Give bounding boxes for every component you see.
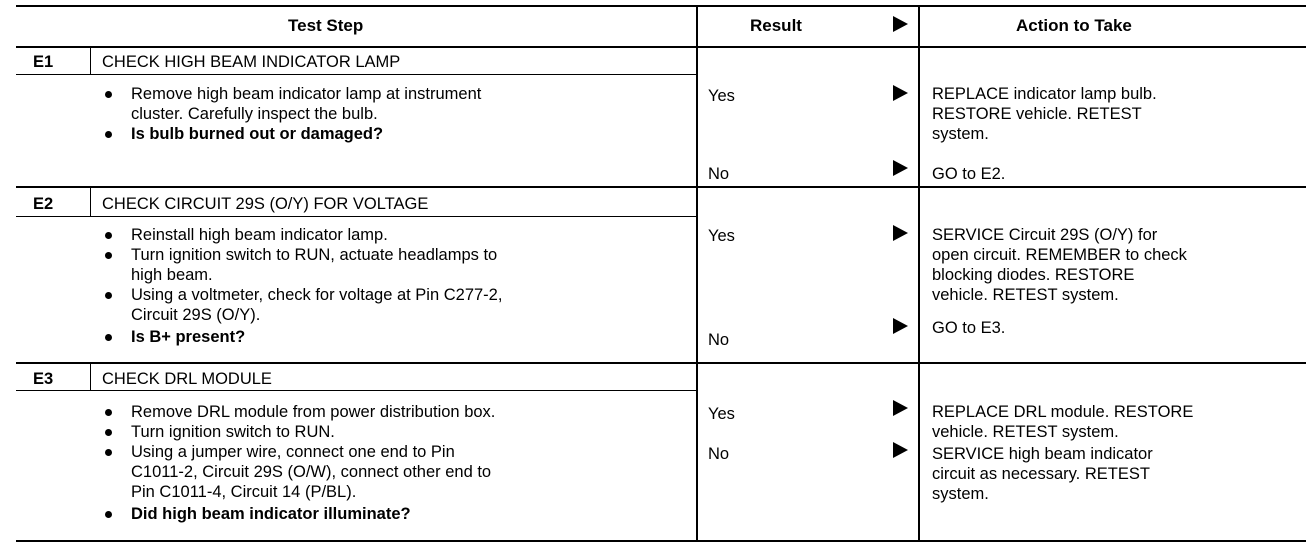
e2-bullet-3-line-2: Circuit 29S (O/Y). bbox=[131, 306, 261, 324]
bullet-icon bbox=[105, 429, 112, 436]
e2-result-no: No bbox=[708, 331, 730, 349]
e2-action-yes-line-4: vehicle. RETEST system. bbox=[932, 286, 1119, 304]
rule-col-action bbox=[918, 5, 920, 542]
header-action: Action to Take bbox=[1016, 16, 1132, 35]
rule-e1-id bbox=[90, 48, 91, 75]
e1-action-yes-line-3: system. bbox=[932, 125, 989, 143]
step-title-e3: CHECK DRL MODULE bbox=[102, 370, 272, 388]
e3-bullet-4-question: Did high beam indicator illuminate? bbox=[131, 505, 411, 523]
bullet-icon bbox=[105, 409, 112, 416]
e1-action-yes-line-1: REPLACE indicator lamp bulb. bbox=[932, 85, 1157, 103]
e1-action-no: GO to E2. bbox=[932, 165, 1006, 183]
e2-result-yes: Yes bbox=[708, 227, 735, 245]
rule-e1-bottom bbox=[16, 186, 1306, 188]
header-result: Result bbox=[750, 16, 802, 35]
rule-e2-id bbox=[90, 188, 91, 217]
bullet-icon bbox=[105, 232, 112, 239]
e3-result-no: No bbox=[708, 445, 730, 463]
e2-action-yes-line-1: SERVICE Circuit 29S (O/Y) for bbox=[932, 226, 1158, 244]
e1-bullet-1-line-1: Remove high beam indicator lamp at instr… bbox=[131, 85, 482, 103]
step-id-e2: E2 bbox=[33, 195, 54, 213]
e3-action-yes-line-1: REPLACE DRL module. RESTORE bbox=[932, 403, 1194, 421]
arrow-icon bbox=[893, 400, 908, 416]
rule-e1-title bbox=[16, 74, 696, 75]
e1-result-no: No bbox=[708, 165, 730, 183]
arrow-icon bbox=[893, 85, 908, 101]
step-title-e1: CHECK HIGH BEAM INDICATOR LAMP bbox=[102, 53, 401, 71]
rule-e2-bottom bbox=[16, 362, 1306, 364]
bullet-icon bbox=[105, 131, 112, 138]
rule-e3-id bbox=[90, 364, 91, 391]
arrow-icon bbox=[893, 16, 908, 32]
e2-bullet-3-line-1: Using a voltmeter, check for voltage at … bbox=[131, 286, 503, 304]
e3-result-yes: Yes bbox=[708, 405, 735, 423]
rule-header-bottom bbox=[16, 46, 1306, 48]
e1-bullet-1-line-2: cluster. Carefully inspect the bulb. bbox=[131, 105, 378, 123]
step-id-e3: E3 bbox=[33, 370, 54, 388]
arrow-icon bbox=[893, 442, 908, 458]
arrow-icon bbox=[893, 225, 908, 241]
e2-bullet-1-line-1: Reinstall high beam indicator lamp. bbox=[131, 226, 388, 244]
e2-action-no: GO to E3. bbox=[932, 319, 1006, 337]
e3-action-yes-line-2: vehicle. RETEST system. bbox=[932, 423, 1119, 441]
e3-bullet-1-line-1: Remove DRL module from power distributio… bbox=[131, 403, 496, 421]
bullet-icon bbox=[105, 252, 112, 259]
rule-bottom bbox=[16, 540, 1306, 542]
e3-bullet-3-line-2: C1011-2, Circuit 29S (O/W), connect othe… bbox=[131, 463, 492, 481]
e2-bullet-2-line-2: high beam. bbox=[131, 266, 213, 284]
e2-bullet-2-line-1: Turn ignition switch to RUN, actuate hea… bbox=[131, 246, 498, 264]
e3-action-no-line-2: circuit as necessary. RETEST bbox=[932, 465, 1150, 483]
e1-action-yes-line-2: RESTORE vehicle. RETEST bbox=[932, 105, 1142, 123]
bullet-icon bbox=[105, 449, 112, 456]
e3-bullet-3-line-3: Pin C1011-4, Circuit 14 (P/BL). bbox=[131, 483, 357, 501]
bullet-icon bbox=[105, 91, 112, 98]
rule-e2-title bbox=[16, 216, 696, 217]
bullet-icon bbox=[105, 511, 112, 518]
bullet-icon bbox=[105, 292, 112, 299]
arrow-icon bbox=[893, 160, 908, 176]
e3-bullet-2-line-1: Turn ignition switch to RUN. bbox=[131, 423, 335, 441]
header-test-step: Test Step bbox=[288, 16, 364, 35]
rule-col-result bbox=[696, 5, 698, 542]
e2-bullet-4-question: Is B+ present? bbox=[131, 328, 246, 346]
arrow-icon bbox=[893, 318, 908, 334]
e1-result-yes: Yes bbox=[708, 87, 735, 105]
e2-action-yes-line-3: blocking diodes. RESTORE bbox=[932, 266, 1135, 284]
step-title-e2: CHECK CIRCUIT 29S (O/Y) FOR VOLTAGE bbox=[102, 195, 429, 213]
e3-bullet-3-line-1: Using a jumper wire, connect one end to … bbox=[131, 443, 455, 461]
e2-action-yes-line-2: open circuit. REMEMBER to check bbox=[932, 246, 1187, 264]
rule-e3-title bbox=[16, 390, 696, 391]
bullet-icon bbox=[105, 334, 112, 341]
step-id-e1: E1 bbox=[33, 53, 54, 71]
rule-top bbox=[16, 5, 1306, 7]
e3-action-no-line-3: system. bbox=[932, 485, 989, 503]
e3-action-no-line-1: SERVICE high beam indicator bbox=[932, 445, 1153, 463]
e1-bullet-2-question: Is bulb burned out or damaged? bbox=[131, 125, 384, 143]
